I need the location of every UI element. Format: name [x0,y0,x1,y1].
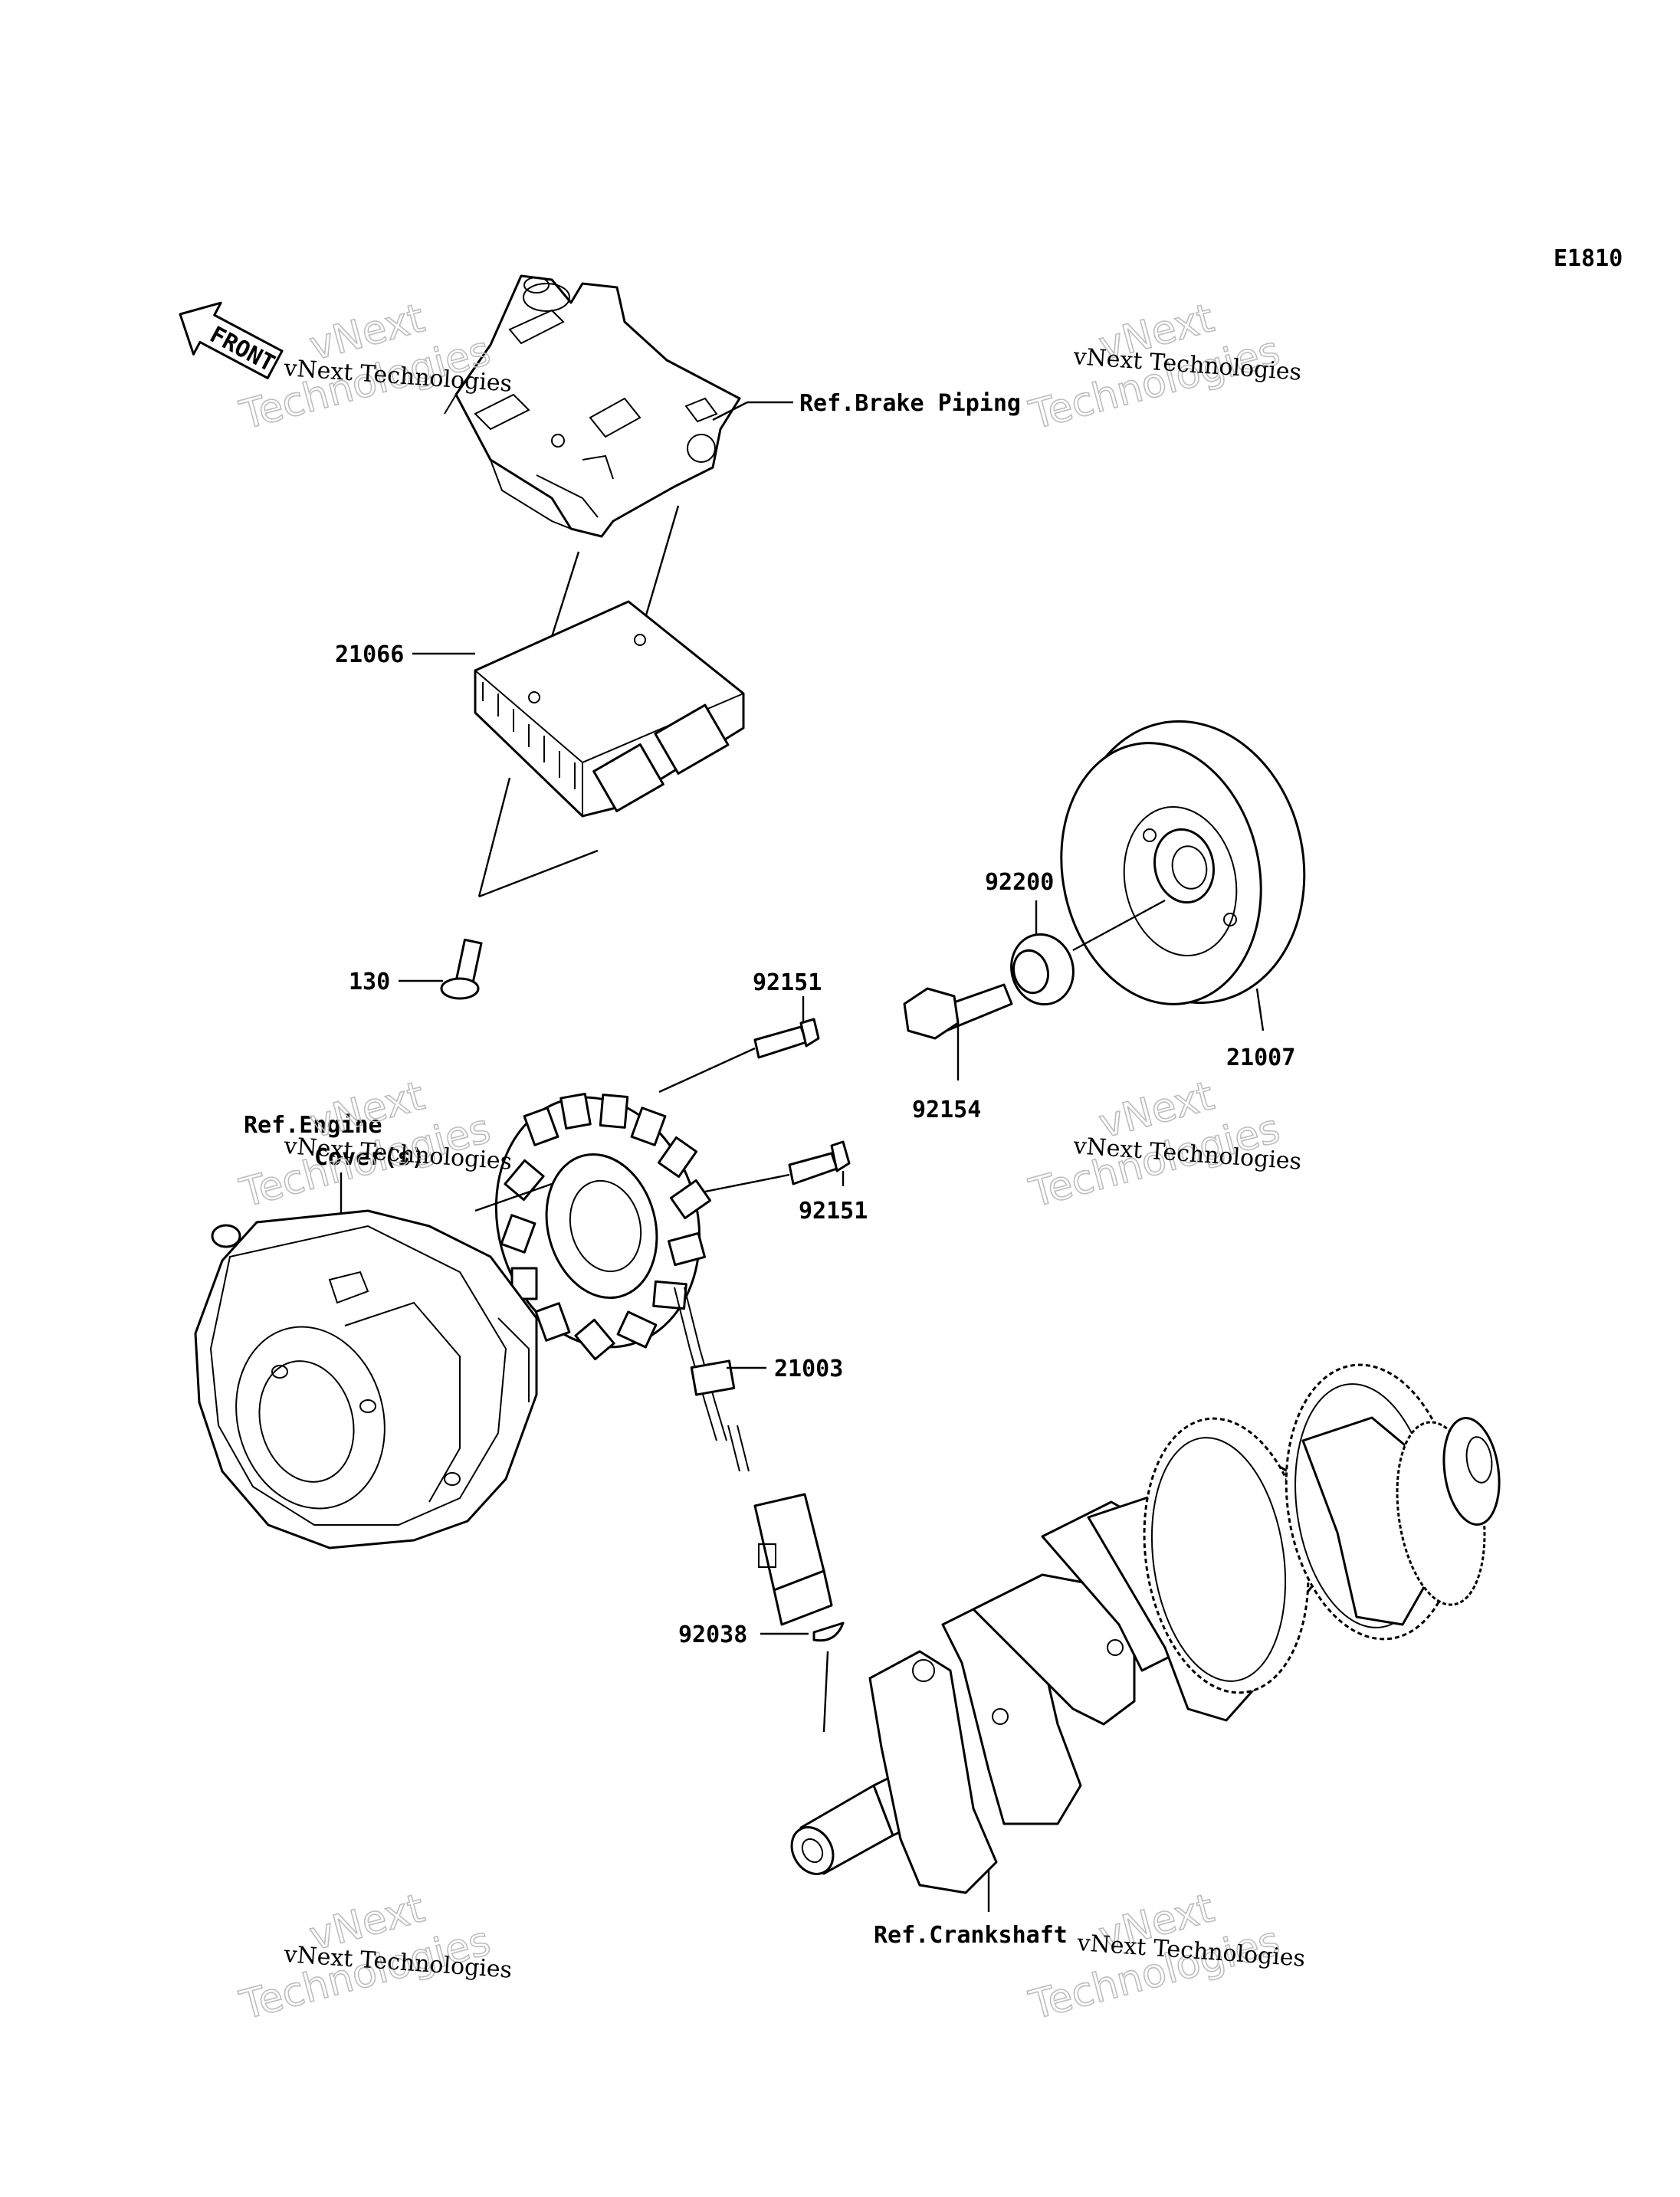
label-130: 130 [349,969,390,995]
woodruff-key-92038 [812,1622,845,1642]
label-92151-bottom: 92151 [799,1198,868,1225]
front-arrow-icon: FRONT [179,301,284,379]
label-ref-engine-line2: Cover(s) [314,1144,425,1171]
watermark-bottom-left: vNext Technologies vNext Technologies [235,1884,513,2029]
stator [494,1093,833,1626]
bolt-92151-bottom [788,1140,851,1185]
bolt-92151-top [753,1018,820,1059]
diagram-code: E1810 [1554,245,1623,272]
regulator-rectifier [474,600,745,818]
watermark-top-right: vNext Technologies vNext Technologies [1024,294,1302,439]
label-21007: 21007 [1226,1044,1295,1071]
label-ref-crankshaft: Ref.Crankshaft [874,1922,1068,1949]
label-92151-top: 92151 [753,969,822,996]
washer-92200 [1010,933,1075,1006]
watermark-mid-right: vNext Technologies vNext Technologies [1024,1072,1302,1217]
engine-cover [194,1209,538,1549]
watermark-mid-left: vNext Technologies vNext Technologies [235,1072,513,1217]
label-ref-engine-line1: Ref.Engine [244,1112,382,1139]
label-92038: 92038 [678,1622,747,1648]
bolt-92154 [903,983,1013,1040]
label-ref-brake-piping: Ref.Brake Piping [799,390,1021,417]
flywheel-rotor [1060,720,1306,1005]
label-21066: 21066 [335,641,404,668]
label-21003: 21003 [774,1356,843,1382]
mounting-bracket [444,274,741,538]
crankshaft [790,1363,1501,1894]
label-92154: 92154 [912,1097,981,1123]
bolt-130 [440,938,483,1000]
watermark-bottom-right: vNext Technologies vNext Technologies [1024,1884,1306,2029]
label-92200: 92200 [985,869,1054,896]
